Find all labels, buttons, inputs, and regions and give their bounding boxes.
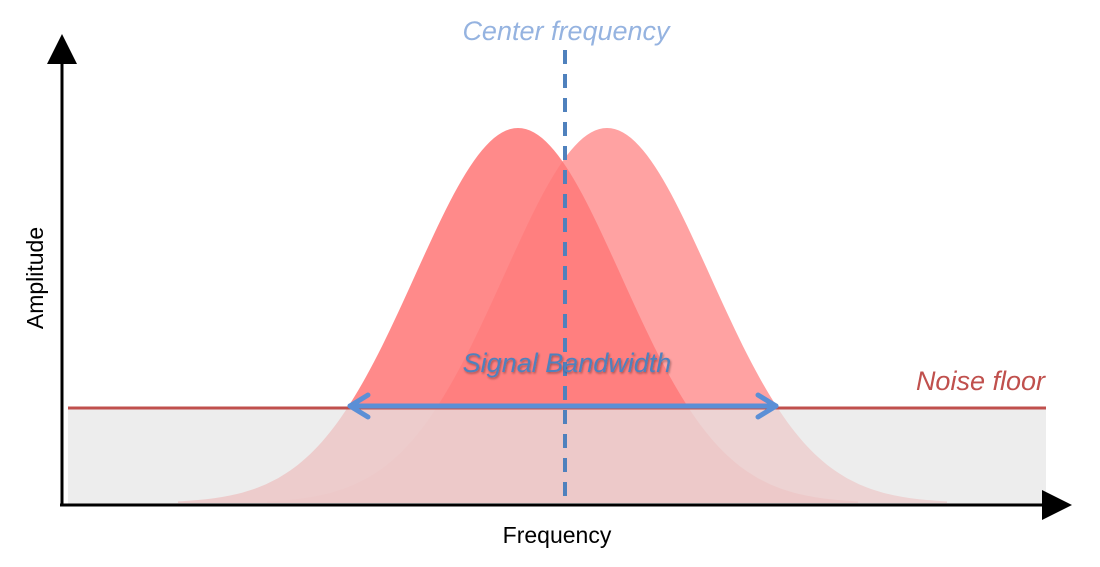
bandwidth-arrow [347,392,779,420]
center-frequency-label: Center frequency [462,16,671,46]
signal-bandwidth-label: Signal Bandwidth [463,348,672,378]
noise-floor-label: Noise floor [916,366,1046,396]
noise-band [68,408,1046,504]
y-axis-label: Amplitude [22,227,48,329]
x-axis-label: Frequency [503,522,612,548]
